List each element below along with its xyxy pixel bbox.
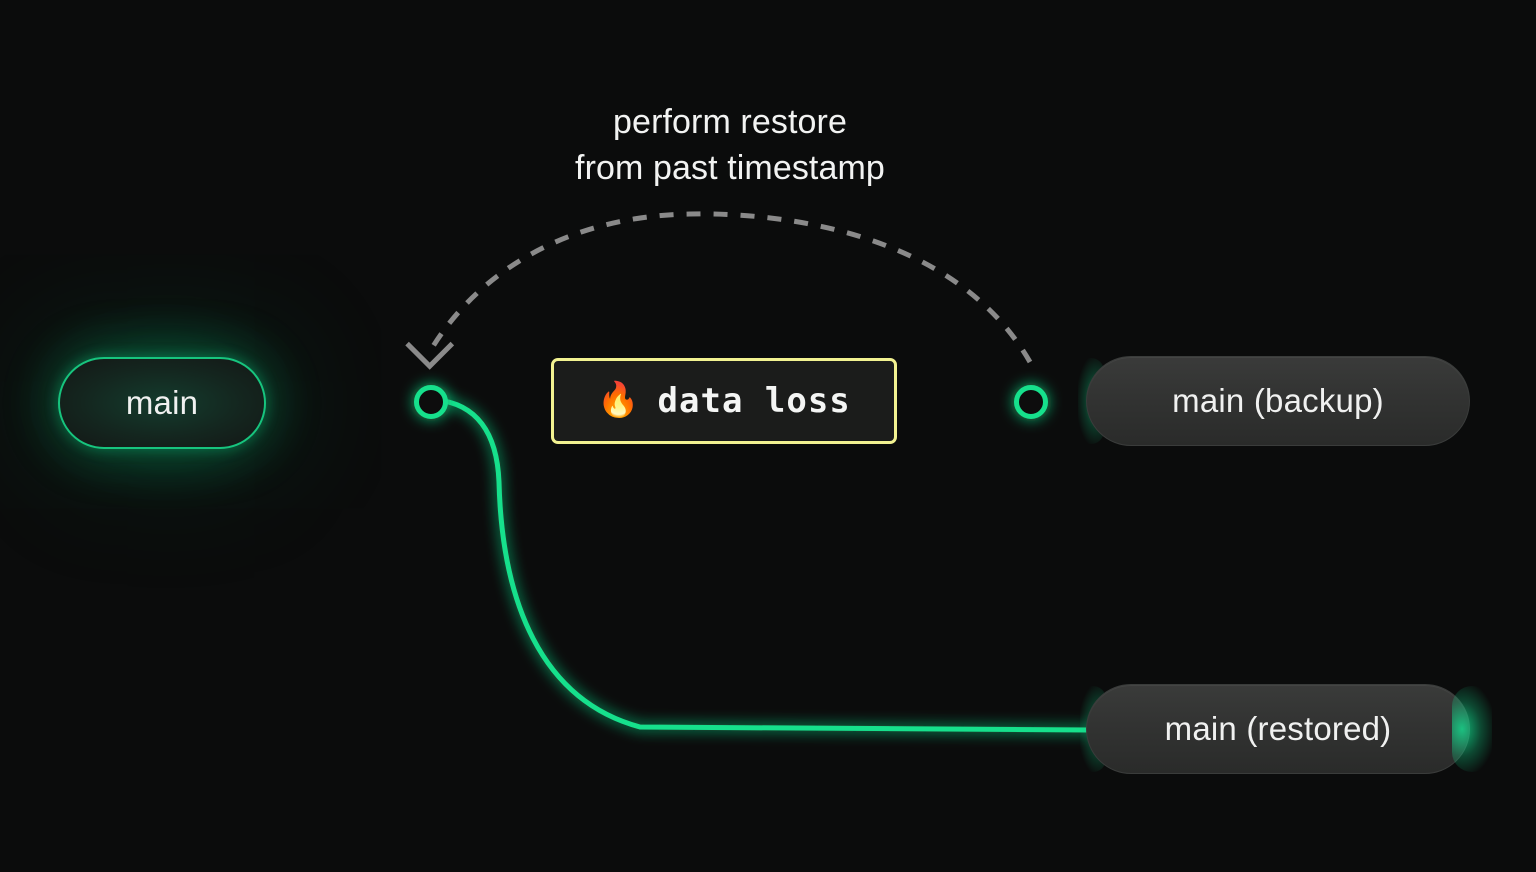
branch-pill-main[interactable]: main — [58, 357, 266, 449]
restore-annotation-text: perform restore from past timestamp — [575, 103, 885, 187]
branch-pill-restored[interactable]: main (restored) — [1086, 684, 1470, 774]
backup-endpoint-node[interactable] — [1014, 385, 1048, 419]
data-loss-label: data loss — [657, 381, 851, 421]
branch-point-node[interactable] — [414, 385, 448, 419]
branch-pill-main-label: main — [125, 384, 199, 421]
branch-pill-backup-label: main (backup) — [1172, 382, 1384, 419]
restore-arrow-arc — [429, 211, 1033, 364]
branch-pill-backup[interactable]: main (backup) — [1086, 356, 1470, 446]
wire-branch-to-restored — [434, 397, 1093, 733]
branch-pill-restored-label: main (restored) — [1164, 710, 1392, 747]
fire-emoji-icon: 🔥 — [597, 381, 640, 419]
restore-arrow-head-icon — [405, 341, 455, 370]
data-loss-event-box[interactable]: 🔥 data loss — [551, 358, 897, 444]
